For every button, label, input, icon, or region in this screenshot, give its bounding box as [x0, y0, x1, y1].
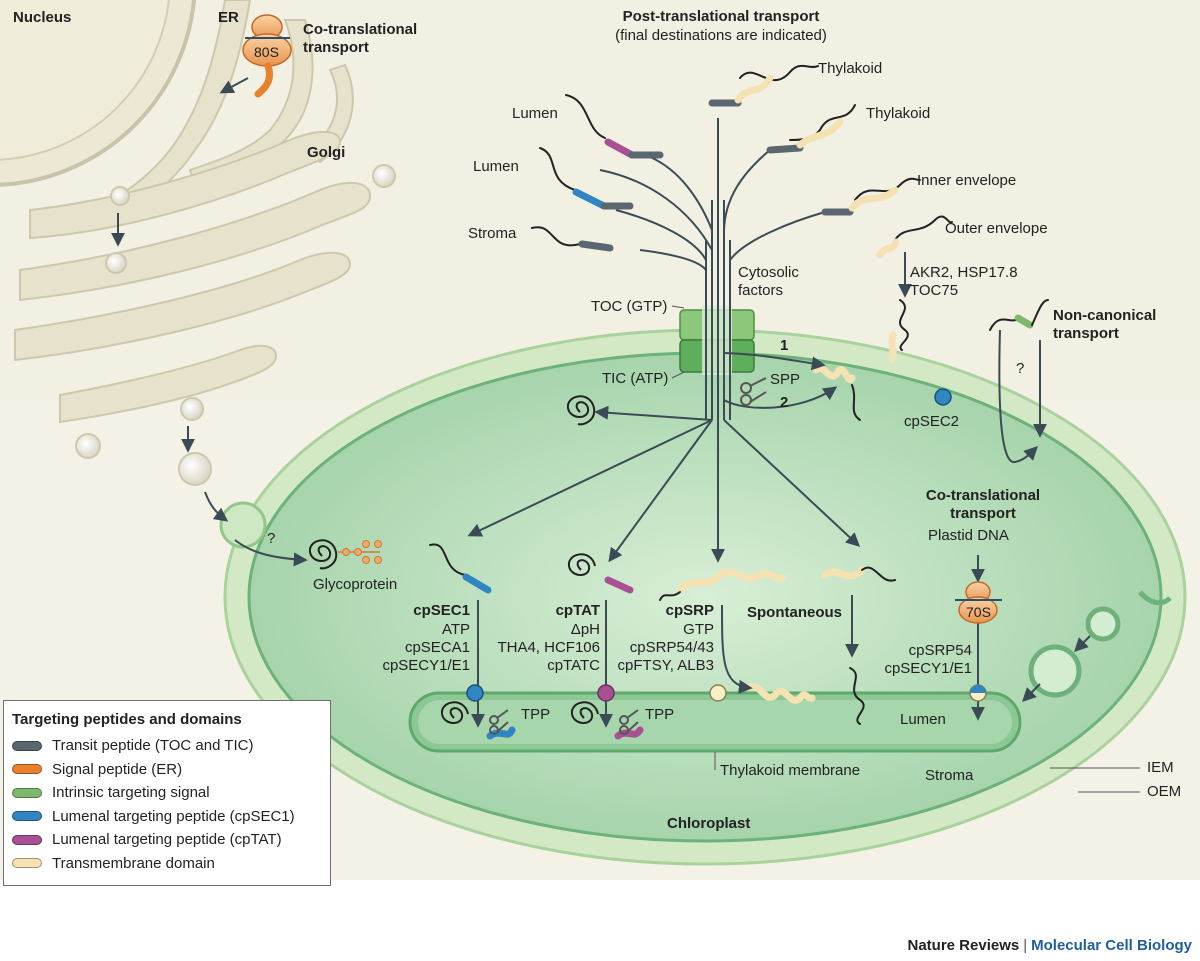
co-translational-er-label: Co-translational transport [303, 21, 418, 56]
non-canonical-label: Non-canonical transport [1053, 307, 1157, 342]
dest-inner-envelope: Inner envelope [917, 172, 1017, 189]
dest-stroma: Stroma [468, 225, 517, 242]
legend-item: Lumenal targeting peptide (cpTAT) [12, 828, 322, 852]
ribosome-70s-label: 70S [966, 604, 991, 620]
legend-swatch [12, 764, 42, 775]
cpsrp-label: cpSRP [665, 602, 714, 619]
route-1-label: 1 [780, 337, 789, 354]
legend: Targeting peptides and domains Transit p… [3, 700, 331, 886]
dest-thylakoid-1: Thylakoid [818, 60, 883, 77]
stroma-region-label: Stroma [925, 767, 974, 784]
chloroplast-label: Chloroplast [667, 815, 751, 832]
dest-outer-envelope: Outer envelope [945, 220, 1048, 237]
legend-title: Targeting peptides and domains [12, 711, 242, 728]
toc-label: TOC (GTP) [591, 298, 668, 315]
legend-item: Intrinsic targeting signal [12, 781, 322, 805]
ribosome-80s-label: 80S [254, 44, 279, 60]
legend-item: Transmembrane domain [12, 852, 322, 876]
legend-items: Transit peptide (TOC and TIC) Signal pep… [12, 734, 322, 875]
golgi-shape [14, 130, 372, 424]
legend-item: Lumenal targeting peptide (cpSEC1) [12, 805, 322, 829]
glycoprotein-label: Glycoprotein [313, 576, 398, 593]
cotrans-srp-details: cpSRP54 cpSECY1/E1 [884, 642, 972, 677]
vesicles [75, 164, 396, 486]
cptat-details: ΔpH THA4, HCF106 cpTATC [497, 621, 600, 674]
cpsec2-label: cpSEC2 [904, 413, 960, 430]
post-translational-title: Post-translational transport [622, 8, 820, 25]
cpsec1-label: cpSEC1 [413, 602, 470, 619]
chloroplast-vesicles [1028, 590, 1172, 698]
legend-swatch [12, 811, 42, 822]
chloroplast-stroma [247, 351, 1163, 843]
legend-label: Signal peptide (ER) [52, 760, 183, 778]
dest-lumen-1: Lumen [512, 105, 558, 122]
post-translational-subtitle: (final destinations are indicated) [615, 27, 827, 44]
legend-label: Transmembrane domain [52, 854, 215, 872]
legend-swatch [12, 858, 42, 869]
legend-item: Signal peptide (ER) [12, 758, 322, 782]
nucleus-label: Nucleus [13, 9, 72, 26]
dest-lumen-2: Lumen [473, 158, 519, 175]
precursor-proteins [429, 64, 1049, 740]
legend-label: Lumenal targeting peptide (cpTAT) [52, 831, 282, 849]
ribosome-80s [242, 14, 292, 98]
journal-section: Molecular Cell Biology [1031, 937, 1192, 954]
ribosome-70s [955, 581, 1002, 624]
lumen-inner-label: Lumen [900, 711, 946, 728]
folded-proteins [308, 395, 599, 724]
scissors-icons [489, 377, 767, 735]
dest-thylakoid-2: Thylakoid [866, 105, 931, 122]
legend-swatch [12, 834, 42, 845]
glycans [338, 540, 382, 564]
cptat-label: cpTAT [555, 602, 600, 619]
legend-item: Transit peptide (TOC and TIC) [12, 734, 322, 758]
question-mark-1: ? [1016, 360, 1025, 377]
cpsrp-details: GTP cpSRP54/43 cpFTSY, ALB3 [617, 621, 714, 674]
cytosolic-factors-label: Cytosolic factors [738, 264, 799, 299]
question-mark-2: ? [267, 530, 276, 547]
legend-label: Transit peptide (TOC and TIC) [52, 737, 254, 755]
tpp-label-2: TPP [645, 706, 675, 723]
legend-label: Lumenal targeting peptide (cpSEC1) [52, 807, 295, 825]
akr2-label: AKR2, HSP17.8 TOC75 [910, 264, 1018, 299]
spontaneous-label: Spontaneous [747, 604, 843, 621]
golgi-label: Golgi [307, 144, 346, 161]
cpsec1-details: ATP cpSECA1 cpSECY1/E1 [382, 621, 470, 674]
co-translational-plastid-label: Co-translational transport [925, 487, 1041, 522]
nucleus-shape [0, 0, 196, 187]
legend-label: Intrinsic targeting signal [52, 784, 210, 802]
thylakoid-membrane-label: Thylakoid membrane [720, 762, 861, 779]
oem-label: OEM [1147, 783, 1182, 800]
tic-label: TIC (ATP) [602, 370, 669, 387]
footer-separator: | [1023, 937, 1028, 954]
legend-swatch [12, 787, 42, 798]
translocons [466, 388, 987, 702]
iem-label: IEM [1147, 759, 1174, 776]
route-2-label: 2 [780, 394, 789, 411]
legend-swatch [12, 740, 42, 751]
tpp-label-1: TPP [521, 706, 551, 723]
journal-name: Nature Reviews [907, 937, 1020, 954]
er-shape [108, 0, 354, 217]
journal-footer: Nature Reviews|Molecular Cell Biology [908, 937, 1193, 954]
er-label: ER [218, 9, 239, 26]
plastid-dna-label: Plastid DNA [928, 527, 1009, 544]
spp-label: SPP [770, 371, 801, 388]
